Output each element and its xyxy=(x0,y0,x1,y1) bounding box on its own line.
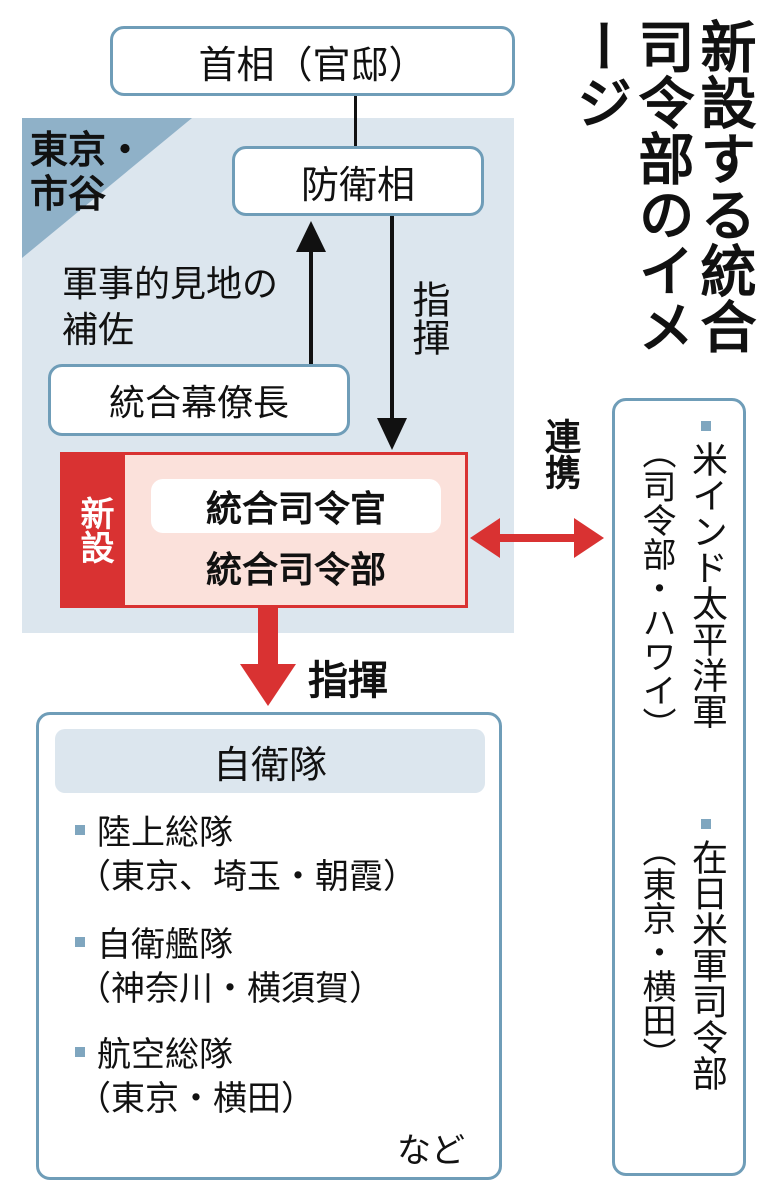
us-item-2: 在日米軍司令部 xyxy=(686,839,727,1091)
joint-staff-chief-box: 統合幕僚長 xyxy=(48,364,350,436)
force-air: 航空総隊 （東京・横田） xyxy=(75,1033,315,1121)
cooperation-label: 連携 xyxy=(539,418,580,490)
us-item-1: 米インド太平洋軍 xyxy=(686,441,727,729)
us-item-2-note: （東京・横田） xyxy=(636,833,676,1071)
us-bullet-1 xyxy=(701,421,711,431)
cooperation-arrow-right-head xyxy=(574,518,604,558)
joint-command-box: 新設 統合司令官 統合司令部 xyxy=(60,452,468,608)
force-maritime: 自衛艦隊 （神奈川・横須賀） xyxy=(75,923,383,1011)
us-forces-box: 米インド太平洋軍 （司令部・ハワイ） 在日米軍司令部 （東京・横田） xyxy=(612,398,746,1176)
force-ground-name: 陸上総隊 xyxy=(97,813,233,853)
joint-staff-chief-label: 統合幕僚長 xyxy=(108,383,289,424)
sdf-box: 自衛隊 陸上総隊 （東京、埼玉・朝霞） 自衛艦隊 （神奈川・横須賀） 航空総隊 … xyxy=(36,712,502,1180)
joint-commander-box: 統合司令官 xyxy=(151,479,441,533)
new-badge: 新設 xyxy=(63,455,125,605)
bullet-icon xyxy=(75,1047,85,1057)
sdf-command-arrow-head xyxy=(240,664,296,706)
force-maritime-location: （神奈川・横須賀） xyxy=(77,969,383,1009)
command-arrow-head xyxy=(377,418,407,450)
us-bullet-2 xyxy=(701,819,711,829)
advice-label: 軍事的見地の補佐 xyxy=(62,264,279,351)
force-air-location: （東京・横田） xyxy=(77,1079,315,1119)
defense-minister-box: 防衛相 xyxy=(232,146,484,216)
command-label-1: 指揮 xyxy=(406,280,450,356)
force-ground: 陸上総隊 （東京、埼玉・朝霞） xyxy=(75,811,417,899)
cooperation-arrow-left-head xyxy=(470,518,500,558)
bullet-icon xyxy=(75,937,85,947)
force-air-name: 航空総隊 xyxy=(97,1035,233,1075)
joint-command-label: 統合司令部 xyxy=(205,550,386,591)
diagram-title: 新設する統合司令部のイメージ xyxy=(567,18,756,354)
bullet-icon xyxy=(75,825,85,835)
command-label-2: 指揮 xyxy=(308,658,388,704)
joint-commander-label: 統合司令官 xyxy=(205,489,386,530)
prime-minister-label: 首相（官邸） xyxy=(198,42,427,87)
sdf-title-bar: 自衛隊 xyxy=(55,729,485,793)
force-ground-location: （東京、埼玉・朝霞） xyxy=(77,857,417,897)
defense-minister-label: 防衛相 xyxy=(300,162,415,207)
pm-defense-line xyxy=(354,95,357,147)
force-maritime-name: 自衛艦隊 xyxy=(97,925,233,965)
advice-arrow-head xyxy=(296,221,326,252)
region-label: 東京・市谷 xyxy=(30,128,145,216)
joint-command-label-wrap: 統合司令部 xyxy=(151,541,441,593)
region-corner-triangle xyxy=(22,118,192,258)
sdf-command-arrow-shaft xyxy=(258,608,278,666)
us-item-1-note: （司令部・ハワイ） xyxy=(636,435,676,741)
sdf-etc-label: など xyxy=(397,1131,465,1171)
sdf-title: 自衛隊 xyxy=(212,742,327,787)
prime-minister-box: 首相（官邸） xyxy=(110,26,515,96)
